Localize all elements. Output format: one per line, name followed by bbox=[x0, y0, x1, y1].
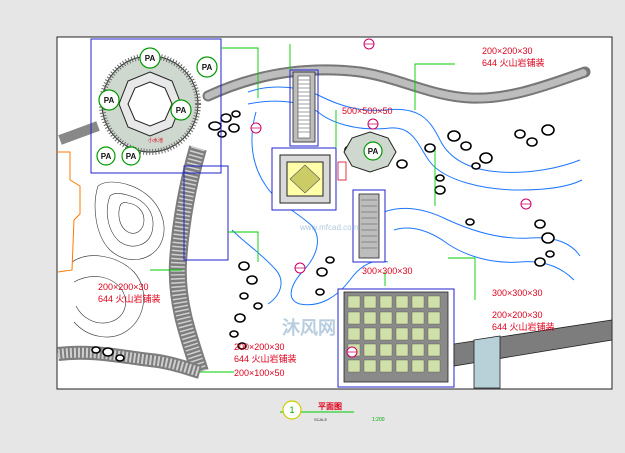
scale-label: SCALE bbox=[314, 417, 327, 422]
dimension-label: 500×500×50 bbox=[342, 106, 393, 116]
dimension-label: 300×300×30 bbox=[492, 288, 543, 298]
dimension-label: 200×200×30 bbox=[482, 46, 533, 56]
central-platform bbox=[271, 147, 347, 211]
drawing-title: 平面图 bbox=[318, 402, 342, 411]
pavilion-label: PA bbox=[126, 152, 137, 161]
pavilion-label: PA bbox=[368, 147, 379, 156]
material-note: 644 火山岩铺装 bbox=[492, 321, 555, 332]
stair-top bbox=[292, 71, 316, 143]
pavilion-label: PA bbox=[145, 54, 156, 63]
path-main-walk bbox=[168, 145, 209, 375]
pavilion-label: PA bbox=[176, 106, 187, 115]
stair-bridge bbox=[352, 189, 386, 263]
scale-value: 1:200 bbox=[372, 417, 385, 423]
watermark: 沐风网 bbox=[282, 317, 336, 338]
path-right bbox=[453, 319, 613, 389]
title-block: 1 平面图 SCALE 1:200 bbox=[282, 400, 385, 423]
dimension-label: 200×200×30 bbox=[492, 310, 543, 320]
drawing-number: 1 bbox=[289, 405, 294, 415]
material-note: 644 火山岩铺装 bbox=[234, 353, 297, 364]
terrain-contours bbox=[71, 181, 165, 338]
dimension-label: 200×200×30 bbox=[234, 342, 285, 352]
paving-grid bbox=[337, 288, 455, 388]
property-line bbox=[57, 151, 81, 273]
pavilion-label: PA bbox=[101, 152, 112, 161]
dimension-label: 200×200×30 bbox=[98, 282, 149, 292]
pavilion-octagon: PA bbox=[343, 131, 397, 173]
material-note: 644 火山岩铺装 bbox=[482, 57, 545, 68]
path-left-top bbox=[58, 121, 100, 145]
pavilion-label: PA bbox=[202, 63, 213, 72]
watermark-url: www.mfcad.com bbox=[299, 223, 359, 232]
pavilion-cluster-top-left: PA PA PA PA PA PA 小水池 bbox=[96, 47, 218, 166]
pool-label: 小水池 bbox=[148, 137, 163, 144]
dimension-label: 300×300×30 bbox=[362, 266, 413, 276]
section-marker-ticks bbox=[251, 43, 531, 353]
pavilion-label: PA bbox=[104, 96, 115, 105]
dimension-label: 200×100×50 bbox=[234, 368, 285, 378]
material-note: 644 火山岩铺装 bbox=[98, 293, 161, 304]
callout-boxes bbox=[90, 38, 319, 261]
